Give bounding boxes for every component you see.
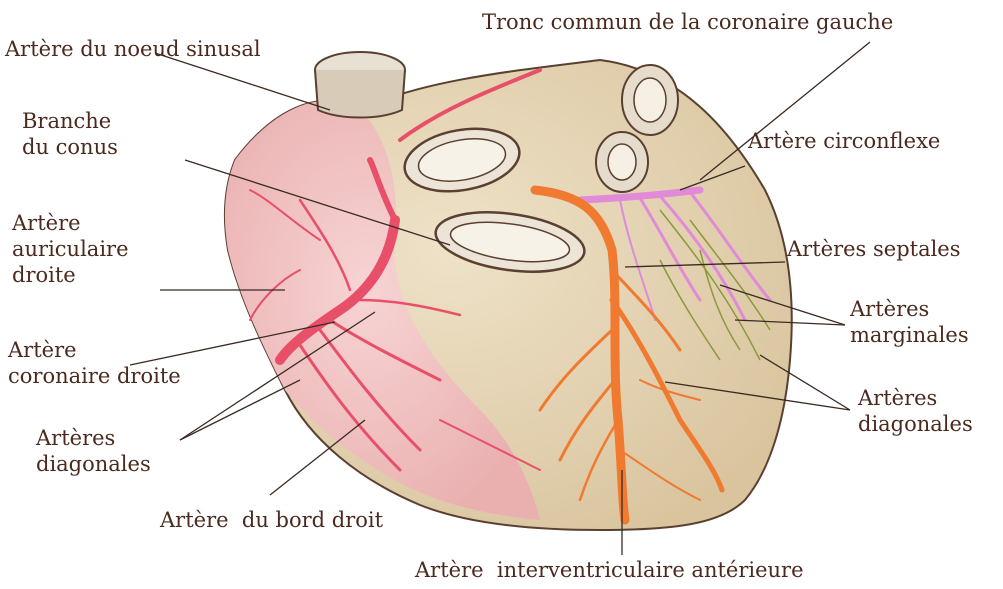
- label-right-margin-artery: Artère du bord droit: [160, 507, 383, 533]
- label-text: Artère: [12, 210, 129, 236]
- label-conus-branch: Branche du conus: [22, 108, 118, 160]
- label-text: auriculaire: [12, 236, 129, 262]
- label-marginal-arteries: Artères marginales: [850, 296, 969, 348]
- label-text: Artère du bord droit: [160, 507, 383, 533]
- label-sinus-node-artery: Artère du noeud sinusal: [5, 36, 261, 62]
- label-lad-artery: Artère interventriculaire antérieure: [415, 557, 804, 583]
- label-text: Artère interventriculaire antérieure: [415, 557, 804, 583]
- label-text: Artère circonflexe: [748, 128, 940, 154]
- label-right-atrial-artery: Artère auriculaire droite: [12, 210, 129, 288]
- label-right-coronary-artery: Artère coronaire droite: [8, 337, 181, 389]
- label-text: Artère: [8, 337, 181, 363]
- label-left-main-trunk: Tronc commun de la coronaire gauche: [482, 9, 893, 35]
- label-text: Artères: [858, 385, 973, 411]
- label-text: Branche: [22, 108, 118, 134]
- label-text: Tronc commun de la coronaire gauche: [482, 9, 893, 35]
- label-text: Artères: [36, 425, 151, 451]
- label-text: diagonales: [858, 411, 973, 437]
- label-text: marginales: [850, 322, 969, 348]
- label-text: Artère du noeud sinusal: [5, 36, 261, 62]
- label-text: diagonales: [36, 451, 151, 477]
- label-text: Artères septales: [787, 236, 961, 262]
- label-diagonal-arteries-right: Artères diagonales: [36, 425, 151, 477]
- label-text: du conus: [22, 134, 118, 160]
- label-diagonal-arteries-left: Artères diagonales: [858, 385, 973, 437]
- label-septal-arteries: Artères septales: [787, 236, 961, 262]
- label-text: coronaire droite: [8, 363, 181, 389]
- label-text: Artères: [850, 296, 969, 322]
- label-text: droite: [12, 262, 129, 288]
- label-circumflex-artery: Artère circonflexe: [748, 128, 940, 154]
